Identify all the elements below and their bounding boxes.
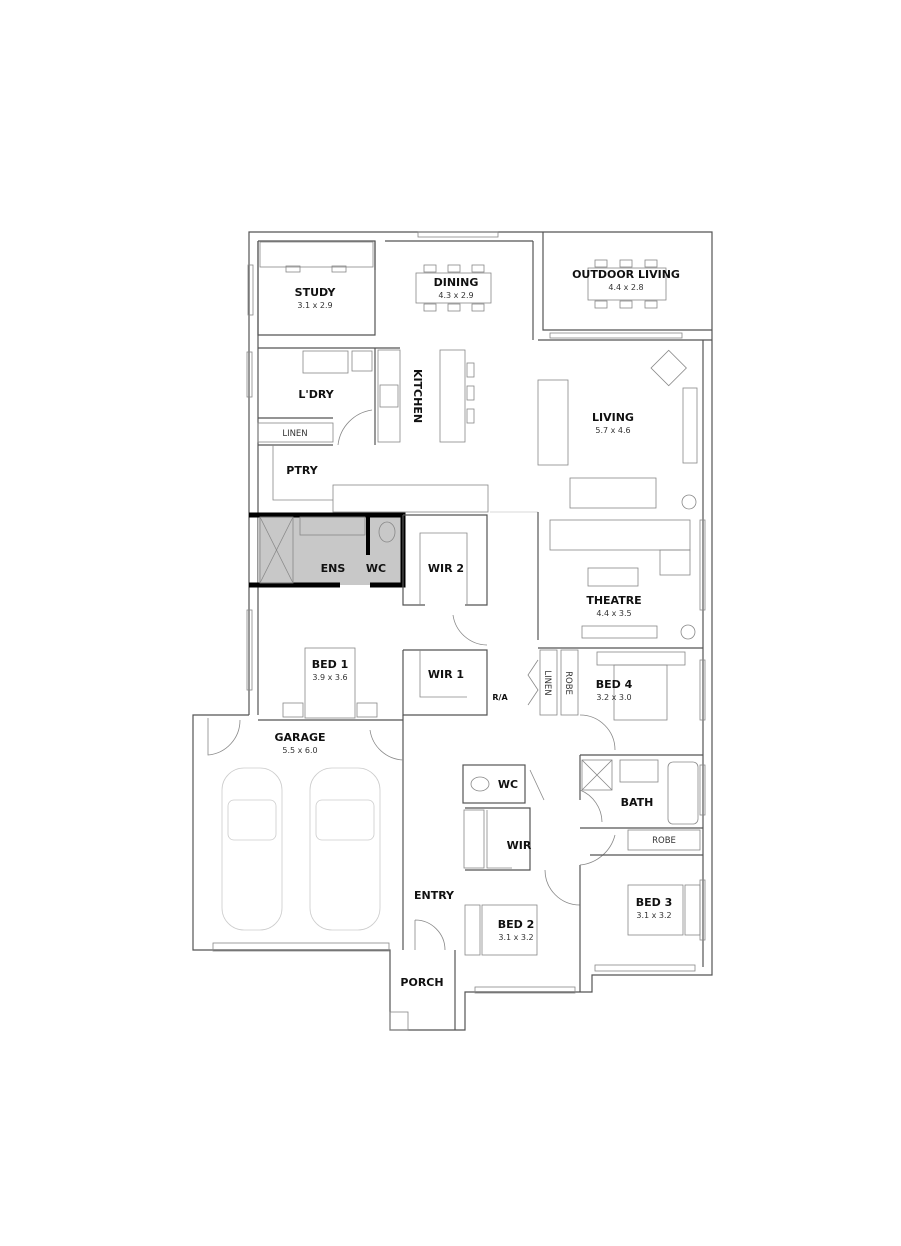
bed-3-bed — [627, 884, 684, 936]
garage-size: 5.5 x 6.0 — [282, 746, 317, 755]
cooktop-icon — [379, 384, 399, 408]
exterior-walls — [192, 231, 713, 1031]
shower-icon — [581, 759, 613, 791]
laundry-linen-cupboard — [257, 422, 334, 443]
linen-bifold-door[interactable] — [527, 659, 539, 706]
toilet-icon — [470, 776, 490, 792]
porch-label: PORCH — [400, 976, 443, 989]
kitchen-label: KITCHEN — [411, 369, 424, 423]
pantry-bench — [332, 484, 489, 513]
bed-1-bed — [282, 647, 378, 719]
bed4-robe — [560, 649, 579, 716]
laundry-tub-icon — [351, 350, 373, 372]
living-sofa-2 — [569, 477, 657, 509]
theatre-sofa — [549, 519, 691, 551]
laundry-label: L'DRY — [298, 388, 334, 401]
bed3-robe-label: ROBE — [652, 836, 676, 846]
bed2-size: 3.1 x 3.2 — [498, 933, 533, 942]
dining-size: 4.3 x 2.9 — [438, 291, 473, 300]
bed2-label: BED 2 — [498, 918, 535, 931]
coffee-table — [587, 567, 639, 587]
front-door[interactable] — [414, 919, 446, 951]
garage-label: GARAGE — [274, 731, 325, 744]
living-size: 5.7 x 4.6 — [595, 426, 630, 435]
armchair — [650, 349, 687, 387]
laundry-door[interactable] — [337, 409, 373, 446]
dining-label: DINING — [434, 276, 479, 289]
toilet-icon — [378, 521, 396, 543]
wir2-label: WIR 2 — [428, 562, 464, 575]
bed4-size: 3.2 x 3.0 — [596, 693, 631, 702]
tv-cabinet — [581, 625, 658, 639]
outdoor-table — [587, 259, 667, 309]
garage-side-door[interactable] — [207, 718, 241, 756]
hall-linen-label: LINEN — [542, 670, 552, 695]
hall-linen — [539, 649, 558, 716]
bed4-robe-label: ROBE — [563, 671, 573, 695]
study-desk — [259, 241, 374, 268]
bed1-size: 3.9 x 3.6 — [312, 673, 347, 682]
garage-door[interactable] — [212, 942, 390, 952]
bed3-label: BED 3 — [636, 896, 673, 909]
kitchen-island — [439, 349, 466, 443]
wir-label: WIR — [507, 839, 532, 852]
wir-door[interactable] — [452, 614, 488, 646]
ensuite-label: ENS — [321, 562, 346, 575]
living-label: LIVING — [592, 411, 634, 424]
bed-2-bed — [481, 904, 538, 956]
bed4-door[interactable] — [579, 714, 616, 751]
wc-room — [462, 764, 526, 804]
kitchen-bench — [377, 349, 401, 443]
bed3-robe — [627, 829, 701, 851]
bathtub-icon — [667, 761, 699, 825]
bath-label: BATH — [621, 796, 654, 809]
ra-label: R/A — [492, 693, 508, 702]
plant-icon — [681, 494, 697, 510]
laundry-linen-label: LINEN — [282, 429, 307, 439]
outdoor-living-size: 4.4 x 2.8 — [608, 283, 643, 292]
outdoor-living-label: OUTDOOR LIVING — [572, 268, 680, 281]
bed1-label: BED 1 — [312, 658, 349, 671]
car-icon — [221, 767, 381, 931]
theatre-size: 4.4 x 3.5 — [596, 609, 631, 618]
entry-label: ENTRY — [414, 889, 455, 902]
windows — [246, 231, 706, 994]
wir1-label: WIR 1 — [428, 668, 464, 681]
bed-4-bed — [596, 651, 686, 721]
bed3-size: 3.1 x 3.2 — [636, 911, 671, 920]
bed4-label: BED 4 — [596, 678, 633, 691]
living-sofa — [537, 379, 569, 466]
study-label: STUDY — [295, 286, 337, 299]
pantry-label: PTRY — [286, 464, 318, 477]
garage-internal-door[interactable] — [369, 729, 404, 761]
bed3-door[interactable] — [579, 834, 616, 866]
ensuite-wc-label: WC — [366, 562, 386, 575]
bath-vanity — [619, 759, 659, 783]
bed2-door[interactable] — [544, 869, 581, 906]
wc-label: WC — [498, 778, 518, 791]
study-size: 3.1 x 2.9 — [297, 301, 332, 310]
theatre-label: THEATRE — [586, 594, 641, 607]
bath-door[interactable] — [579, 789, 603, 823]
dining-table — [415, 264, 492, 312]
room-labels: STUDY 3.1 x 2.9 DINING 4.3 x 2.9 OUTDOOR… — [274, 268, 679, 989]
tv-unit — [682, 387, 698, 464]
